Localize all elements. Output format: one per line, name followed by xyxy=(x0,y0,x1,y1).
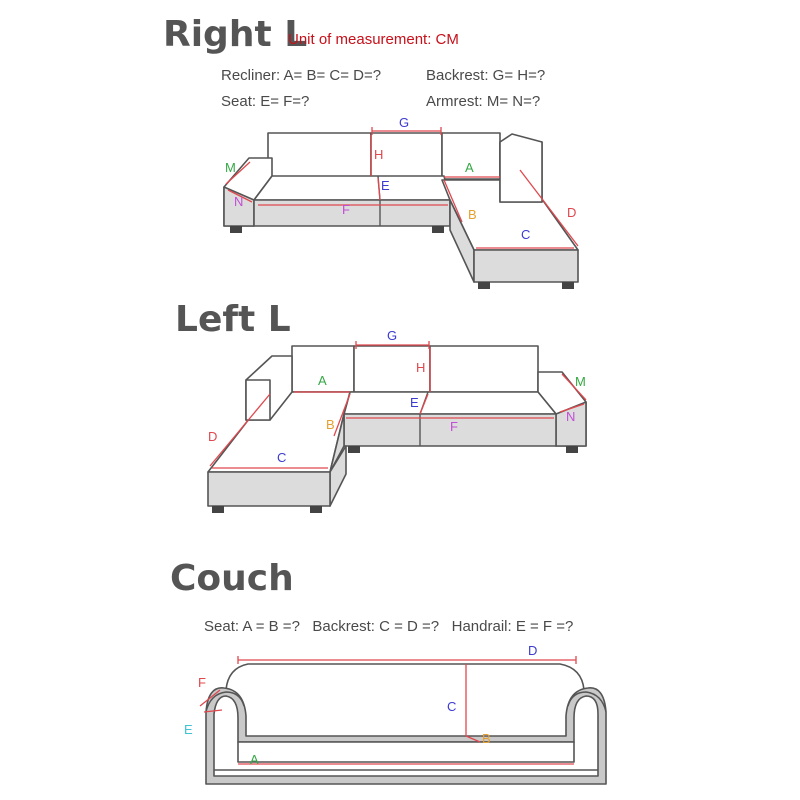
left-l-title: Left L xyxy=(175,299,291,340)
couch-label-A: A xyxy=(250,752,259,767)
left-l-section: Left L xyxy=(175,299,587,513)
couch-label-F: F xyxy=(198,675,206,690)
seat-top xyxy=(343,391,557,415)
label-D: D xyxy=(208,429,217,444)
label-M: M xyxy=(225,160,236,175)
left-l-labels: G H E F A B C D M N xyxy=(208,328,586,465)
couch-backrest xyxy=(225,663,585,741)
chaise-front xyxy=(473,249,579,283)
label-C: C xyxy=(521,227,530,242)
couch-seat xyxy=(237,741,575,763)
label-F: F xyxy=(450,419,458,434)
seat-top xyxy=(253,175,451,201)
label-B: B xyxy=(468,207,477,222)
label-B: B xyxy=(326,417,335,432)
chaise-armrest-side xyxy=(499,133,543,203)
label-N: N xyxy=(234,194,243,209)
label-N: N xyxy=(566,409,575,424)
right-l-section: Right L Unit of measurement: CM Recliner… xyxy=(163,14,579,289)
label-G: G xyxy=(399,115,409,130)
label-M: M xyxy=(575,374,586,389)
spec-seat: Seat: E= F=? xyxy=(221,93,309,110)
spec-backrest: Backrest: G= H=? xyxy=(426,67,545,84)
left-l-measurements xyxy=(209,341,587,469)
right-l-labels: G H E F A B C D M N xyxy=(225,115,576,242)
left-l-sofa xyxy=(207,345,587,513)
couch-title: Couch xyxy=(170,558,294,599)
label-A: A xyxy=(318,373,327,388)
couch-spec: Seat: A = B =? Backrest: C = D =? Handra… xyxy=(204,618,573,635)
label-C: C xyxy=(277,450,286,465)
couch-label-B: B xyxy=(482,731,491,746)
chaise-front xyxy=(207,471,331,507)
label-G: G xyxy=(387,328,397,343)
couch-label-C: C xyxy=(447,699,456,714)
label-H: H xyxy=(416,360,425,375)
right-l-title: Right L xyxy=(163,14,307,55)
seat-front xyxy=(253,199,451,227)
label-H: H xyxy=(374,147,383,162)
couch-measurements xyxy=(199,656,577,765)
couch-sofa xyxy=(205,663,607,785)
spec-recliner: Recliner: A= B= C= D=? xyxy=(221,67,381,84)
couch-label-E: E xyxy=(184,722,193,737)
label-D: D xyxy=(567,205,576,220)
label-E: E xyxy=(381,178,390,193)
right-l-sofa xyxy=(223,132,579,289)
right-l-measurements xyxy=(225,127,579,249)
back-cushion-right xyxy=(441,132,501,180)
label-F: F xyxy=(342,202,350,217)
couch-label-D: D xyxy=(528,643,537,658)
couch-labels: D C B A F E xyxy=(184,643,537,767)
unit-note: Unit of measurement: CM xyxy=(288,31,459,48)
couch-section: Couch Seat: A = B =? Backrest: C = D =? … xyxy=(170,558,607,785)
spec-armrest: Armrest: M= N=? xyxy=(426,93,540,110)
back-cushion-right xyxy=(429,345,539,393)
label-E: E xyxy=(410,395,419,410)
back-cushion-left xyxy=(267,132,372,180)
label-A: A xyxy=(465,160,474,175)
